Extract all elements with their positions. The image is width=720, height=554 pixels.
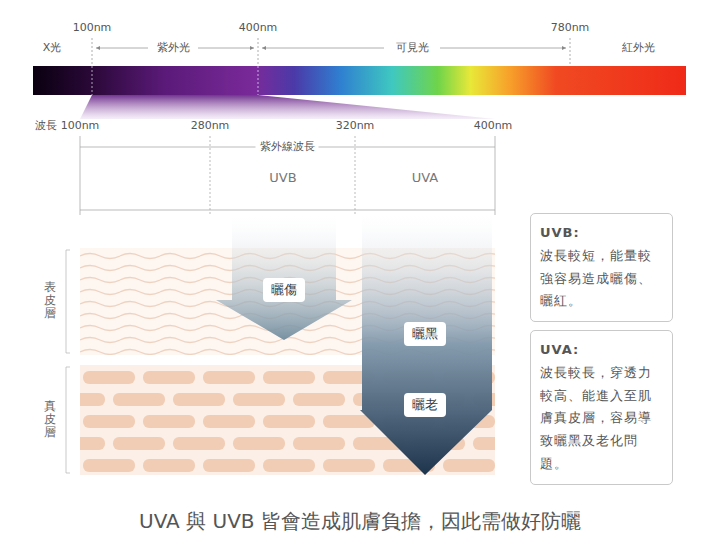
axis-label: 280nm xyxy=(191,119,230,132)
axis-label: 400nm xyxy=(474,119,513,132)
axis-label: 波長 xyxy=(35,119,57,132)
layer-label: 表皮層 xyxy=(44,281,56,321)
caption: UVA 與 UVB 皆會造成肌膚負擔，因此需做好防曬 xyxy=(0,508,720,535)
axis-label: 紅外光 xyxy=(622,41,655,54)
box-text: 曬老 xyxy=(412,396,438,414)
axis-label: 780nm xyxy=(551,21,590,34)
effect-tag: 曬傷 xyxy=(263,278,305,302)
axis-label: 可見光 xyxy=(392,41,433,54)
box-text: 曬傷 xyxy=(271,281,297,299)
effect-tag: 曬老 xyxy=(404,393,446,417)
box-text: 波長較短，能量較強容易造成曬傷、曬紅。 xyxy=(540,245,663,313)
effect-tag: 曬黑 xyxy=(404,322,446,346)
layer-label: 真皮層 xyxy=(44,400,56,440)
axis-label: 100nm xyxy=(73,21,112,34)
axis-label: UVB xyxy=(269,170,296,186)
box-text: 曬黑 xyxy=(412,325,438,343)
axis-label: 100nm xyxy=(61,119,100,132)
axis-label: 320nm xyxy=(336,119,375,132)
box-heading: UVA: xyxy=(540,339,663,362)
axis-label: X光 xyxy=(43,41,62,54)
axis-label: 紫外線波長 xyxy=(256,140,319,153)
info-box: UVA:波長較長，穿透力較高、能進入至肌膚真皮層，容易導致曬黑及老化問題。 xyxy=(530,330,673,485)
axis-label: 紫外光 xyxy=(153,41,194,54)
box-heading: UVB: xyxy=(540,222,663,245)
info-box: UVB:波長較短，能量較強容易造成曬傷、曬紅。 xyxy=(530,213,673,322)
axis-label: 400nm xyxy=(239,21,278,34)
box-text: 波長較長，穿透力較高、能進入至肌膚真皮層，容易導致曬黑及老化問題。 xyxy=(540,362,663,476)
axis-label: UVA xyxy=(412,170,438,186)
